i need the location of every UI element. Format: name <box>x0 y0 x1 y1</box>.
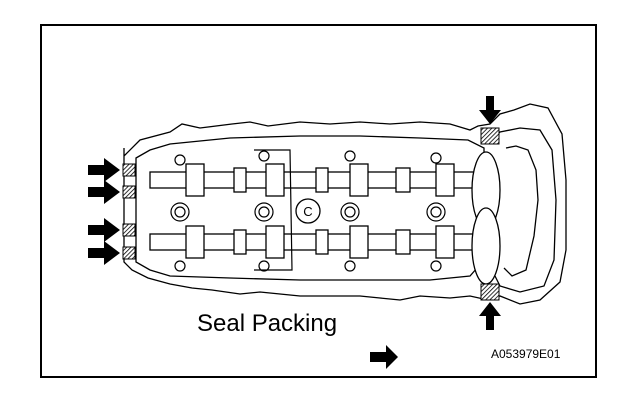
arrow-right-icon <box>88 180 120 204</box>
figure-code: A053979E01 <box>491 347 561 361</box>
seal-spot-bottom-right <box>480 283 500 301</box>
seal-packing-caption: Seal Packing <box>197 310 338 337</box>
arrow-down-icon <box>479 96 501 124</box>
front-direction-arrow-icon <box>370 345 398 369</box>
seal-spot-top-right <box>480 127 500 145</box>
intake-camshaft <box>149 151 501 229</box>
arrow-right-icon <box>88 218 120 242</box>
arrow-right-icon <box>88 158 120 182</box>
camshaft-bearing-caps <box>170 149 446 272</box>
seal-packing-spots <box>122 127 500 301</box>
exhaust-camshaft <box>149 207 501 285</box>
callout-c: C <box>295 198 321 224</box>
seal-spot-left-4 <box>122 246 136 260</box>
seal-spot-left-2 <box>122 185 136 199</box>
arrow-up-icon <box>479 302 501 330</box>
callout-c-label: C <box>303 204 312 219</box>
seal-arrows <box>88 96 501 330</box>
figure-frame <box>40 24 597 378</box>
arrow-right-icon <box>88 241 120 265</box>
seal-spot-left-3 <box>122 223 136 237</box>
seal-spot-left-1 <box>122 163 136 177</box>
